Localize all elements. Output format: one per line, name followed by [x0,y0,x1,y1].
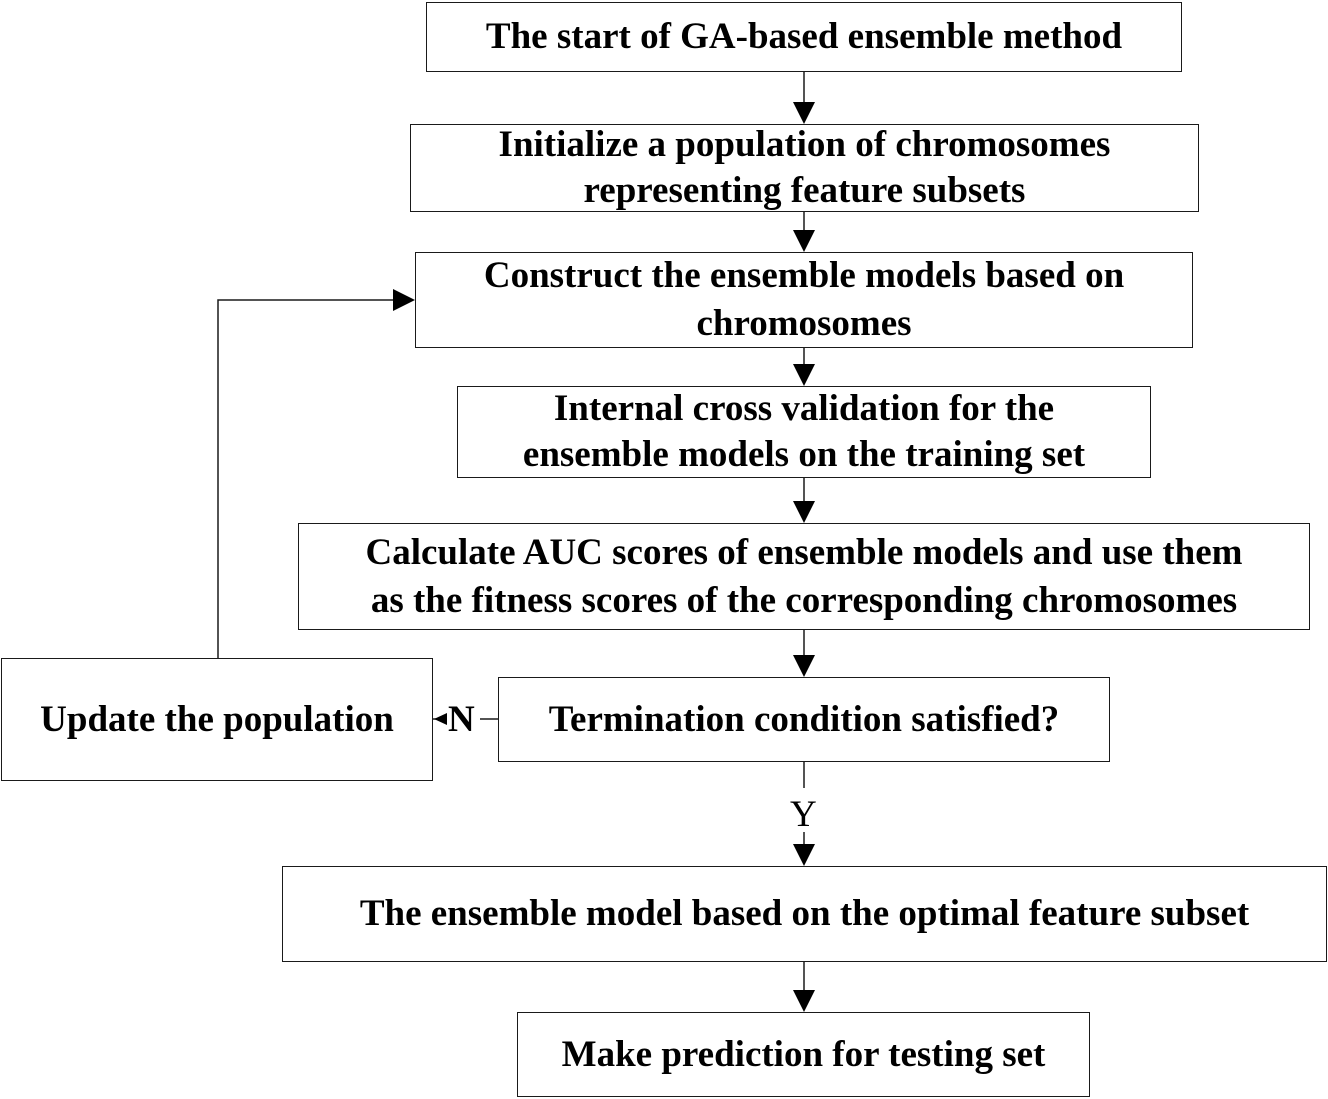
termination-condition-node: Termination condition satisfied? [498,677,1110,762]
internal-cross-validation-line-2: ensemble models on the training set [522,434,1086,475]
arrow-calculate-to-termination [793,630,815,677]
arrow-optimal-to-predict [793,962,815,1012]
calculate-auc-line-1: Calculate AUC scores of ensemble models … [365,531,1243,573]
start-node-text: The start of GA-based ensemble method [485,16,1123,57]
calculate-auc-node: Calculate AUC scores of ensemble models … [298,523,1310,630]
arrow-start-to-init [793,72,815,124]
initialize-population-line-1: Initialize a population of chromosomes [498,124,1111,165]
arrow-termination-to-update [433,713,498,725]
arrow-update-to-construct [217,289,415,658]
make-prediction-node: Make prediction for testing set [517,1012,1090,1097]
arrow-internal-cv-to-calculate [793,478,815,523]
calculate-auc-line-2: as the fitness scores of the correspondi… [370,579,1238,621]
construct-models-line-2: chromosomes [696,303,912,344]
internal-cross-validation-line-1: Internal cross validation for the [553,388,1055,429]
arrow-init-to-construct [793,212,815,252]
construct-models-node: Construct the ensemble models based on c… [415,252,1193,348]
construct-models-line-1: Construct the ensemble models based on [483,255,1125,296]
start-node: The start of GA-based ensemble method [426,2,1182,72]
edge-label-yes: Y [790,794,817,835]
arrow-construct-to-internal-cv [793,348,815,386]
internal-cross-validation-node: Internal cross validation for the ensemb… [457,386,1151,478]
update-population-node: Update the population [1,658,433,781]
initialize-population-node: Initialize a population of chromosomes r… [410,124,1199,212]
make-prediction-text: Make prediction for testing set [561,1033,1046,1075]
arrow-termination-to-optimal [793,762,815,866]
optimal-ensemble-model-node: The ensemble model based on the optimal … [282,866,1327,962]
update-population-text: Update the population [40,698,394,740]
termination-condition-text: Termination condition satisfied? [548,698,1060,740]
optimal-ensemble-model-text: The ensemble model based on the optimal … [359,893,1250,934]
initialize-population-line-2: representing feature subsets [583,170,1026,211]
edge-label-no: N [448,699,475,740]
